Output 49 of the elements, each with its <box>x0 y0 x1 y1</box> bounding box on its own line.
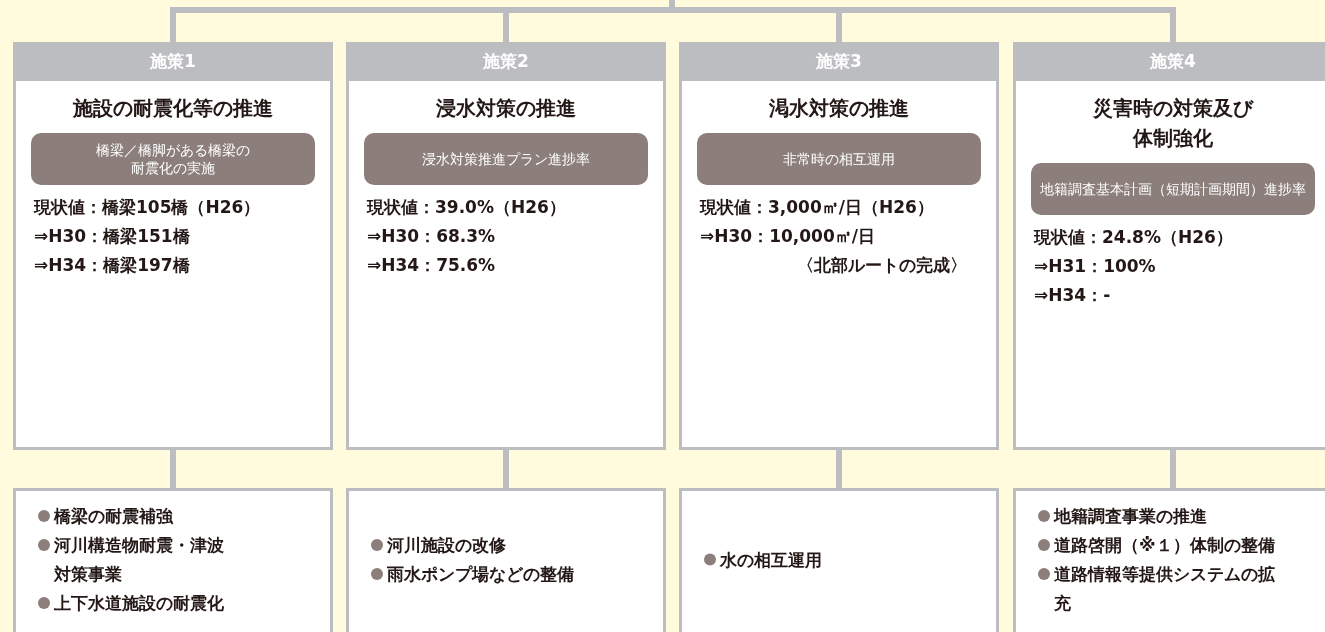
indicator-badge <box>31 133 315 185</box>
action-item: 河川施設の改修 <box>387 534 506 557</box>
indicator-label: 非常時の相互運用 <box>783 150 895 168</box>
indicator-value: ⇒H30：橋梁151橋 <box>34 225 190 248</box>
indicator-value: 現状値：3,000㎥/日（H26） <box>700 196 934 219</box>
indicator-value: ⇒H31：100% <box>1034 255 1156 278</box>
card-header: 施策4 <box>1013 42 1325 81</box>
indicator-value: 現状値：24.8%（H26） <box>1034 226 1233 249</box>
indicator-value: 〈北部ルートの完成〉 <box>795 254 967 277</box>
measure-card <box>1013 42 1325 450</box>
indicator-value: ⇒H34：橋梁197橋 <box>34 254 190 277</box>
indicator-value: 現状値：橋梁105橋（H26） <box>34 196 261 219</box>
indicator-value: ⇒H30：10,000㎥/日 <box>700 225 875 248</box>
indicator-value: ⇒H34：- <box>1034 284 1111 307</box>
connector-line <box>1170 450 1176 488</box>
indicator-badge <box>364 133 648 185</box>
action-item: 道路啓開（※１）体制の整備 <box>1054 534 1275 557</box>
measure-title: 災害時の対策及び体制強化 <box>1091 95 1255 152</box>
action-card <box>13 488 333 632</box>
card-header: 施策3 <box>679 42 999 81</box>
action-item: 道路情報等提供システムの拡充 <box>1054 563 1276 615</box>
indicator-label: 浸水対策推進プラン進捗率 <box>422 150 590 168</box>
indicator-badge <box>697 133 981 185</box>
connector-line <box>503 450 509 488</box>
indicator-label: 橋梁／橋脚がある橋梁の耐震化の実施 <box>95 141 251 177</box>
action-item: 上下水道施設の耐震化 <box>54 592 224 615</box>
action-card <box>346 488 666 632</box>
action-item: 地籍調査事業の推進 <box>1054 505 1207 528</box>
action-item: 水の相互運用 <box>720 548 822 572</box>
indicator-value: ⇒H30：68.3% <box>367 225 496 248</box>
measure-title: 施設の耐震化等の推進 <box>73 95 273 122</box>
indicator-value: 現状値：39.0%（H26） <box>367 196 566 219</box>
action-card <box>679 488 999 632</box>
connector-line <box>170 450 176 488</box>
action-item: 雨水ポンプ場などの整備 <box>387 563 574 586</box>
measure-card <box>679 42 999 450</box>
connector-line <box>836 450 842 488</box>
indicator-value: ⇒H34：75.6% <box>367 254 496 277</box>
indicator-label: 地籍調査基本計画（短期計画期間）進捗率 <box>1040 180 1306 198</box>
measure-title: 渇水対策の推進 <box>769 95 909 122</box>
measure-card <box>13 42 333 450</box>
measure-title: 浸水対策の推進 <box>436 95 576 122</box>
card-header: 施策1 <box>13 42 333 81</box>
action-item: 橋梁の耐震補強 <box>54 505 173 528</box>
card-header: 施策2 <box>346 42 666 81</box>
indicator-badge <box>1031 163 1315 215</box>
action-item: 河川構造物耐震・津波対策事業 <box>54 534 225 586</box>
action-card <box>1013 488 1325 632</box>
measure-card <box>346 42 666 450</box>
